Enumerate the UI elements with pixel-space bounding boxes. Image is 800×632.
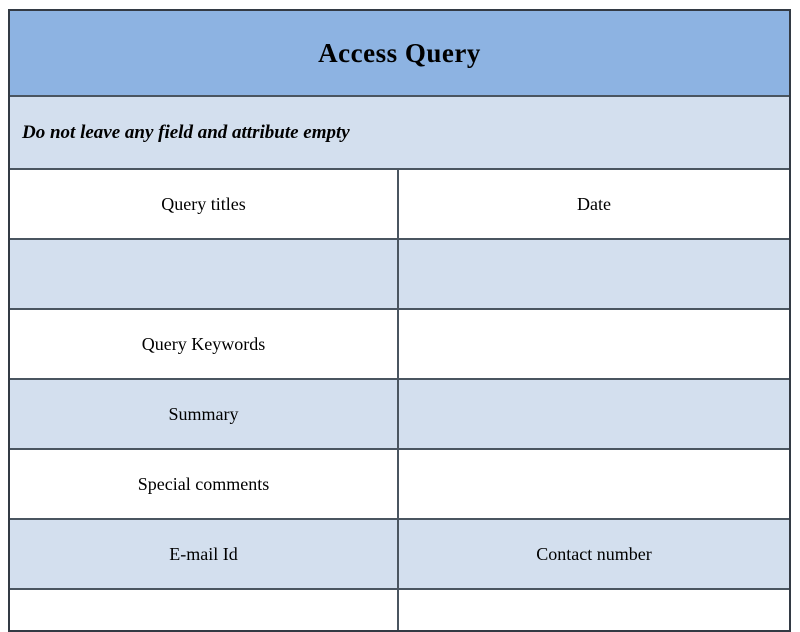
query-keywords-label: Query Keywords [10,310,399,378]
contact-number-input-cell[interactable] [399,590,789,630]
special-comments-input-cell[interactable] [399,450,789,518]
row-summary: Summary [10,378,789,448]
row-email-contact: E-mail Id Contact number [10,518,789,588]
form-title: Access Query [318,37,481,68]
contact-number-label: Contact number [536,543,652,564]
summary-input-cell[interactable] [399,380,789,448]
query-keywords-input-cell[interactable] [399,310,789,378]
instruction-text: Do not leave any field and attribute emp… [22,121,350,143]
row-query-titles-date: Query titles Date [10,168,789,238]
access-query-form: Access Query Do not leave any field and … [8,9,791,632]
instruction-row: Do not leave any field and attribute emp… [10,95,789,168]
summary-label: Summary [10,380,399,448]
row-email-contact-input [10,588,789,630]
date-label: Date [577,193,611,214]
query-titles-label: Query titles [10,170,399,238]
query-titles-input-cell[interactable] [10,240,399,308]
form-header: Access Query [10,11,789,95]
email-id-label: E-mail Id [10,520,399,588]
date-input-cell[interactable] [399,240,789,308]
row-query-keywords: Query Keywords [10,308,789,378]
special-comments-label: Special comments [10,450,399,518]
email-id-input-cell[interactable] [10,590,399,630]
row-special-comments: Special comments [10,448,789,518]
row-query-titles-date-input [10,238,789,308]
